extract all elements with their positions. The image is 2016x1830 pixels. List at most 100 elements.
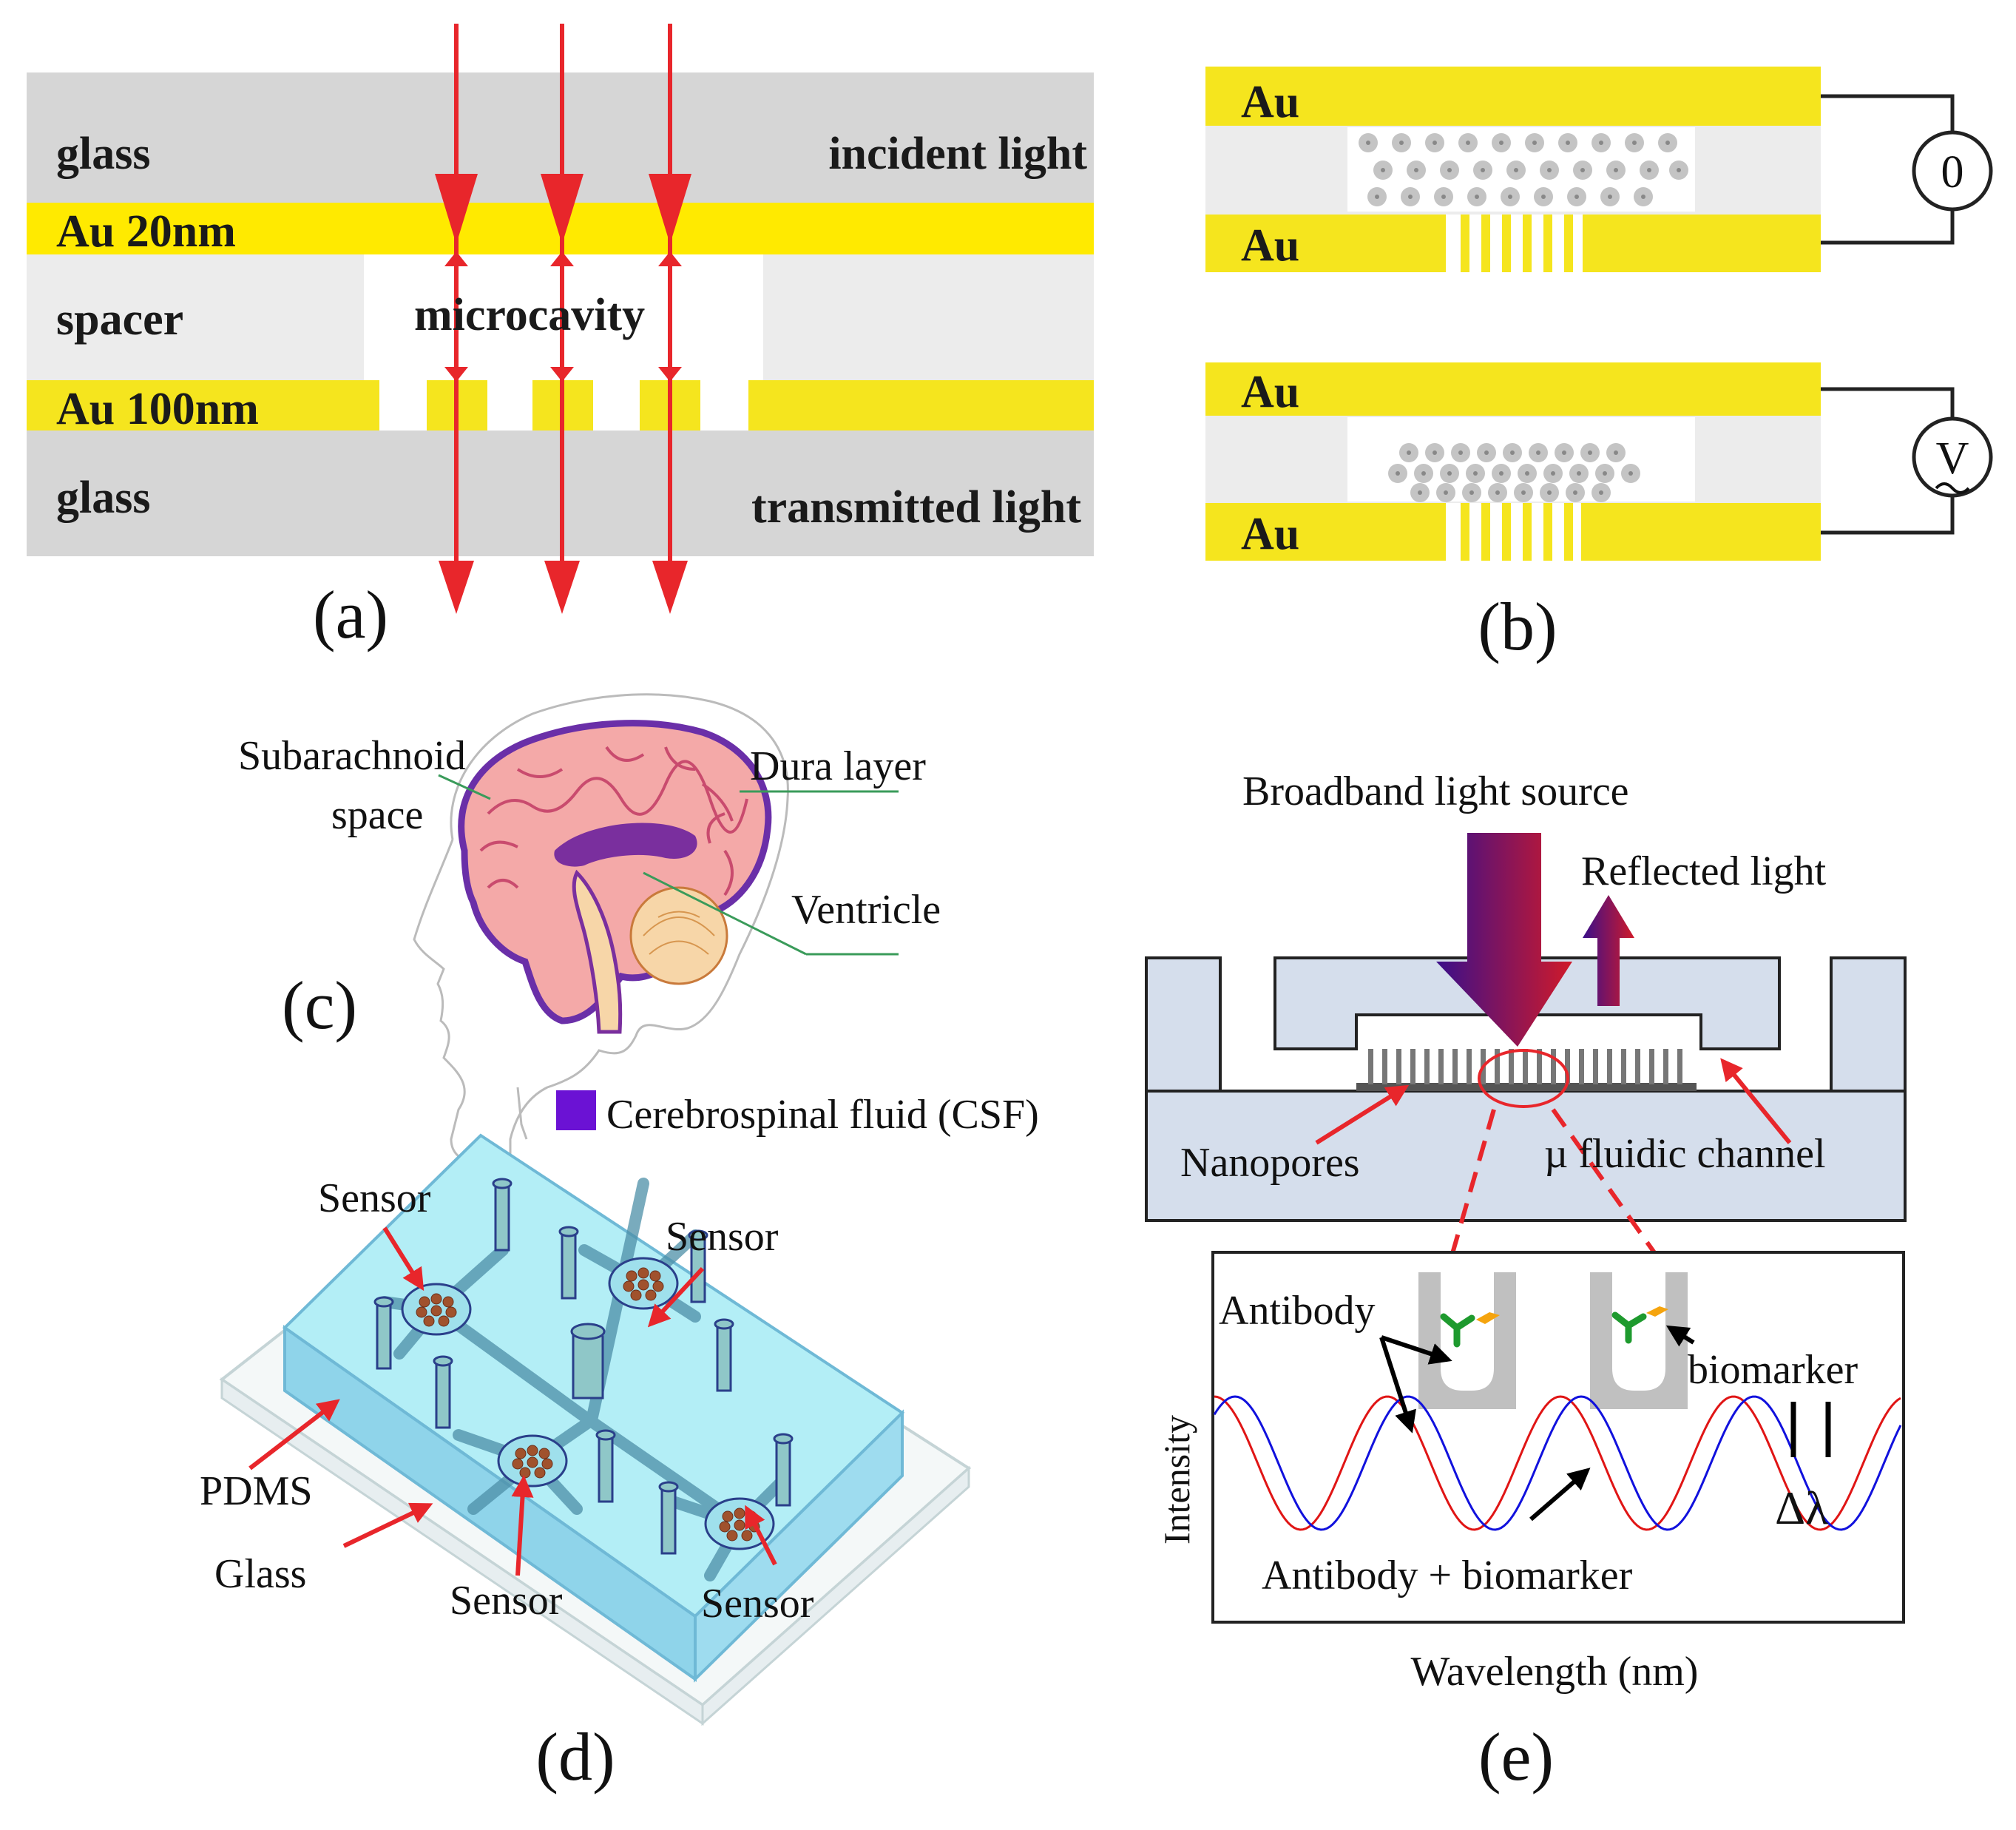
axis-label-intensity: Intensity xyxy=(1156,1415,1197,1544)
circuit-wire xyxy=(1821,387,1955,535)
label-au: Au xyxy=(1241,509,1299,559)
particle-core xyxy=(1421,471,1426,476)
particle-core xyxy=(1547,490,1552,495)
incident-arrowhead xyxy=(541,174,584,244)
particle-core xyxy=(1665,141,1670,145)
sensor-electrode xyxy=(512,1458,524,1470)
label-top-glass: glass xyxy=(56,129,150,179)
particle-core xyxy=(1574,195,1579,199)
label-bottom-glass: glass xyxy=(56,473,150,523)
sensor-electrode xyxy=(430,1305,442,1317)
nanopore-pillar xyxy=(1368,1049,1373,1084)
label-subarachnoid: Subarachnoid xyxy=(238,733,466,779)
nanopore-pillar xyxy=(1649,1049,1654,1084)
particle-core xyxy=(1547,168,1552,172)
electrode-fingers xyxy=(1461,215,1573,272)
spectrum-curve-red xyxy=(1214,1395,1901,1531)
au-bottom-electrode xyxy=(1205,503,1446,561)
caption-e: (e) xyxy=(1478,1719,1554,1794)
cavity-arrowhead-down xyxy=(550,367,574,382)
panel-a-microcavity: glass incident light Au 20nm spacer micr… xyxy=(27,24,1094,652)
reflected-beam xyxy=(1583,895,1634,1006)
sensor-electrode xyxy=(534,1467,546,1479)
particle-core xyxy=(1499,471,1503,476)
label-pdms: PDMS xyxy=(200,1468,313,1514)
pointer-arrows xyxy=(1315,1058,1792,1145)
sensor-electrode xyxy=(734,1507,745,1519)
incident-arrowhead xyxy=(649,174,691,244)
au-top-electrode xyxy=(1205,67,1821,126)
sensor-electrode xyxy=(637,1267,649,1279)
particle-core xyxy=(1447,471,1452,476)
au-top-electrode xyxy=(1205,362,1821,416)
sensor-electrode xyxy=(519,1467,531,1479)
sensor-electrode xyxy=(541,1458,553,1470)
face-profile xyxy=(413,839,528,1163)
panel-c-brain: Subarachnoid space Dura layer Ventricle … xyxy=(238,693,1039,1163)
label-dura-layer: Dura layer xyxy=(750,743,926,789)
sensor-electrode xyxy=(726,1530,738,1542)
leader-ventricle xyxy=(643,871,807,956)
label-sensor: Sensor xyxy=(450,1578,563,1624)
particle-core xyxy=(1441,195,1446,199)
particle-core xyxy=(1573,490,1577,495)
label-sensor: Sensor xyxy=(318,1175,431,1221)
panel-e-optical-sensor: Broadband light source Reflected light N… xyxy=(1145,769,1907,1794)
particle-core xyxy=(1510,450,1515,455)
nanopore-pillar xyxy=(1677,1049,1682,1084)
particle-core xyxy=(1469,490,1474,495)
arrowheads xyxy=(435,174,691,614)
circuit-wire xyxy=(1821,94,1955,245)
head-outline xyxy=(450,693,789,1163)
particle-core xyxy=(1514,168,1518,172)
meter-ac-label: V xyxy=(1936,433,1969,484)
cerebellum xyxy=(629,886,728,985)
sensor-electrode xyxy=(445,1306,457,1318)
sensor-electrode xyxy=(645,1289,657,1301)
label-sensor: Sensor xyxy=(701,1581,814,1627)
nanopore-pillar xyxy=(1663,1049,1668,1084)
particles-dispersed xyxy=(1359,133,1688,206)
cavity-arrowhead-up xyxy=(550,251,574,266)
particle-core xyxy=(1628,471,1633,476)
label-antibody: Antibody xyxy=(1219,1288,1376,1334)
particle-core xyxy=(1447,168,1452,172)
sensor-electrode xyxy=(515,1448,527,1459)
particle-core xyxy=(1647,168,1651,172)
particle-core xyxy=(1641,195,1645,199)
sensor-electrode xyxy=(630,1289,642,1301)
inlet-posts xyxy=(373,1178,794,1555)
particle-core xyxy=(1381,168,1385,172)
particle-core xyxy=(1608,195,1612,199)
nanopore-pillar xyxy=(1410,1049,1415,1084)
sensor-electrode xyxy=(719,1521,731,1533)
label-transmitted-light: transmitted light xyxy=(751,482,1081,533)
nanopore-pillar xyxy=(1396,1049,1401,1084)
biomarker-icon xyxy=(1646,1306,1668,1317)
incident-arrowhead xyxy=(435,174,478,244)
particle-core xyxy=(1432,141,1437,145)
particle-core xyxy=(1473,471,1478,476)
particle-core xyxy=(1414,168,1418,172)
particle-core xyxy=(1632,141,1637,145)
sensor-electrode xyxy=(430,1293,442,1305)
particle-core xyxy=(1566,141,1570,145)
au-100nm-layer xyxy=(27,380,379,431)
nanopore-pillar xyxy=(1607,1049,1612,1084)
caption-b: (b) xyxy=(1478,589,1557,664)
nanopore-pillar xyxy=(1523,1049,1528,1084)
side-wall xyxy=(1830,956,1907,1093)
particle-core xyxy=(1562,450,1566,455)
particle-core xyxy=(1599,490,1603,495)
pointer-arrows xyxy=(248,1226,777,1576)
label-biomarker: biomarker xyxy=(1688,1347,1858,1393)
particle-core xyxy=(1588,450,1592,455)
sensor-electrode xyxy=(652,1280,664,1292)
glass-slide-edge xyxy=(701,1465,970,1726)
particle-core xyxy=(1614,168,1618,172)
label-fluidic-channel: µ fluidic channel xyxy=(1544,1131,1826,1177)
particle-core xyxy=(1532,141,1537,145)
sensor-wells xyxy=(401,1257,775,1550)
particle-core xyxy=(1444,490,1448,495)
au-100nm-layer xyxy=(748,380,1094,431)
